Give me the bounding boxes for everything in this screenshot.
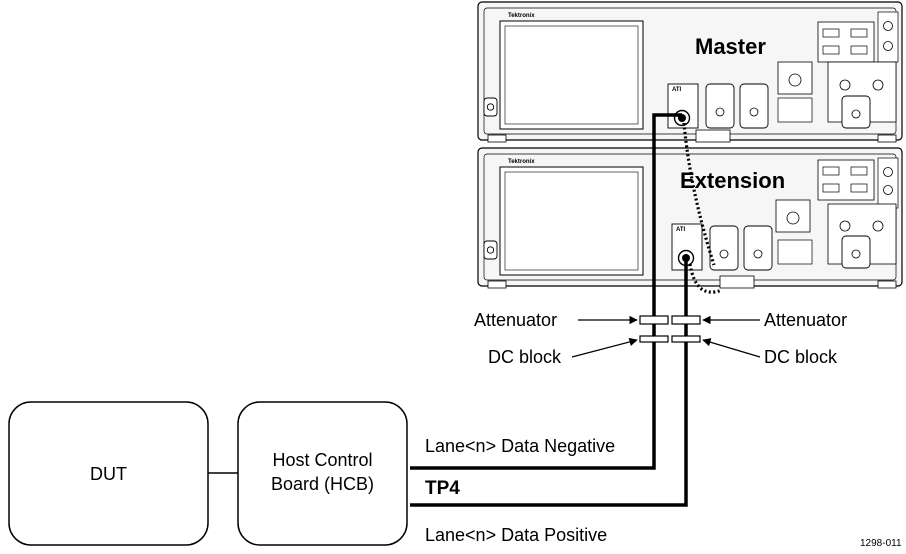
extension-ati-label: ATI xyxy=(676,227,686,233)
dc-block-left-label: DC block xyxy=(488,347,562,367)
master-label: Master xyxy=(695,34,766,59)
dc-block-right-leader xyxy=(702,338,761,358)
chain-cables xyxy=(682,122,723,294)
extension-channel-connectors xyxy=(709,225,871,271)
dc-block-right-label: DC block xyxy=(764,347,838,367)
extension-instrument: Tektronix Extension ATI xyxy=(477,147,903,289)
figure-id: 1298-011 xyxy=(860,538,902,549)
hcb-label-line2: Board (HCB) xyxy=(271,474,374,494)
negative-cable xyxy=(410,113,682,470)
dc-block-right xyxy=(671,335,701,343)
extension-usb-panel xyxy=(817,157,899,209)
master-probe-panel xyxy=(777,61,897,123)
master-usb-panel xyxy=(817,11,899,63)
tp4-label: TP4 xyxy=(425,478,460,499)
dc-block-left-leader xyxy=(571,337,638,358)
extension-label: Extension xyxy=(680,168,785,193)
extension-power-button[interactable] xyxy=(483,240,498,260)
dut-box: DUT xyxy=(8,401,209,546)
attenuator-right xyxy=(671,315,701,325)
attenuator-right-label: Attenuator xyxy=(764,310,847,330)
dut-label: DUT xyxy=(90,464,127,484)
master-channel-connectors xyxy=(705,83,871,129)
negative-signal-label: Lane<n> Data Negative xyxy=(425,436,615,456)
hcb-label-line1: Host Control xyxy=(272,450,372,470)
master-ati-label: ATI xyxy=(672,87,682,93)
master-ati-port: ATI xyxy=(667,83,699,129)
dc-block-left xyxy=(639,335,669,343)
hcb-box: Host Control Board (HCB) xyxy=(237,401,408,546)
extension-brand: Tektronix xyxy=(508,159,535,165)
master-instrument: Tektronix Master ATI xyxy=(477,1,903,143)
attenuator-left xyxy=(639,315,669,325)
extension-probe-panel xyxy=(775,199,897,265)
positive-signal-label: Lane<n> Data Positive xyxy=(425,525,607,545)
master-brand: Tektronix xyxy=(508,13,535,19)
master-power-button[interactable] xyxy=(483,97,498,117)
attenuator-left-label: Attenuator xyxy=(474,310,557,330)
